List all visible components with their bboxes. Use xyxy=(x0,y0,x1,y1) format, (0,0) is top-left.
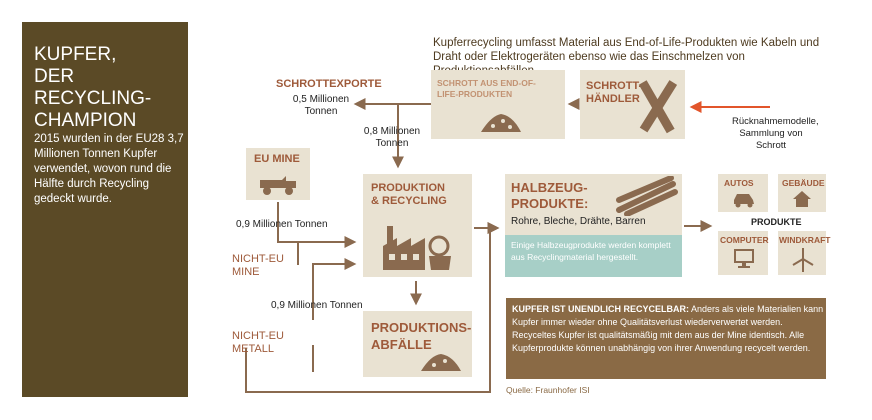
info-lead: KUPFER IST UNENDLICH RECYCELBAR: xyxy=(512,304,690,314)
production-label: PRODUKTION & RECYCLING xyxy=(371,182,447,207)
takeback-label: Rücknahmemodelle, Sammlung von Schrott xyxy=(732,116,819,151)
info-body: Anders als viele Materialien kann Kupfer… xyxy=(512,304,824,353)
factory-icon xyxy=(383,226,451,270)
scrap-pile-icon xyxy=(421,354,461,371)
semi-products-title: HALBZEUG-PRODUKTE: xyxy=(511,180,589,211)
product-wind-tile: WINDKRAFT xyxy=(778,231,830,275)
arrow-eu-mine-to-production xyxy=(277,202,357,248)
pipes-icon xyxy=(616,176,678,216)
info-text: KUPFER IST UNENDLICH RECYCELBAR: Anders … xyxy=(512,303,824,355)
scrap-eol-box: SCHROTT AUS END-OF-LIFE-PRODUKTEN xyxy=(431,70,565,139)
semi-products-note: Einige Halbzeugprodukte werden komplett … xyxy=(511,240,671,262)
production-box: PRODUKTION & RECYCLING xyxy=(363,174,472,277)
panel-title: KUPFER, DER RECYCLING- CHAMPION xyxy=(34,44,152,131)
scrap-dealer-box: SCHROTT-HÄNDLER xyxy=(580,70,685,139)
exports-amount: 0,5 Millionen Tonnen xyxy=(292,94,350,117)
production-waste-label: PRODUKTIONS-ABFÄLLE xyxy=(371,320,472,352)
wind-turbine-icon xyxy=(792,248,814,272)
non-eu-metal-label: NICHT-EU METALL xyxy=(232,330,284,355)
semi-products-box: HALBZEUG-PRODUKTE: Rohre, Bleche, Drähte… xyxy=(505,174,682,277)
eu-mine-box: EU MINE xyxy=(246,148,310,200)
scrap-dealer-label: SCHROTT-HÄNDLER xyxy=(586,80,643,105)
beams-icon xyxy=(638,80,678,134)
scrap-eol-label: SCHROTT AUS END-OF-LIFE-PRODUKTEN xyxy=(437,78,536,99)
computer-icon xyxy=(734,249,754,268)
wind-label: WINDKRAFT xyxy=(779,235,831,245)
buildings-label: GEBÄUDE xyxy=(782,178,825,188)
title-panel: KUPFER, DER RECYCLING- CHAMPION 2015 wur… xyxy=(22,22,188,397)
product-computer-tile: COMPUTER xyxy=(718,231,769,275)
computer-label: COMPUTER xyxy=(720,235,769,245)
non-eu-metal-amount: 0,9 Millionen Tonnen xyxy=(271,300,363,311)
info-box: KUPFER IST UNENDLICH RECYCELBAR: Anders … xyxy=(506,298,826,379)
truck-icon xyxy=(260,176,296,195)
panel-text: 2015 wurden in der EU28 3,7 Millionen To… xyxy=(34,133,184,205)
product-autos-tile: AUTOS xyxy=(718,174,768,212)
products-label: PRODUKTE xyxy=(751,217,802,227)
production-waste-box: PRODUKTIONS-ABFÄLLE xyxy=(363,311,472,377)
autos-label: AUTOS xyxy=(724,178,754,188)
semi-products-subtitle: Rohre, Bleche, Drähte, Barren xyxy=(511,216,646,227)
arrow-non-eu-metal-to-semi xyxy=(312,258,357,320)
eu-mine-label: EU MINE xyxy=(254,153,300,165)
source-note: Quelle: Fraunhofer ISI xyxy=(506,385,590,395)
house-icon xyxy=(793,191,811,207)
semi-products-note-box: Einige Halbzeugprodukte werden komplett … xyxy=(505,235,682,277)
product-buildings-tile: GEBÄUDE xyxy=(778,174,826,212)
recycled-amount: 0,8 Millionen Tonnen xyxy=(363,126,421,149)
non-eu-mine-label: NICHT-EU MINE xyxy=(232,253,284,278)
scrap-exports-label: SCHROTTEXPORTE xyxy=(276,78,382,90)
scrap-pile-icon xyxy=(481,114,521,132)
car-icon xyxy=(734,194,754,208)
non-eu-mine-amount: 0,9 Millionen Tonnen xyxy=(236,219,328,230)
